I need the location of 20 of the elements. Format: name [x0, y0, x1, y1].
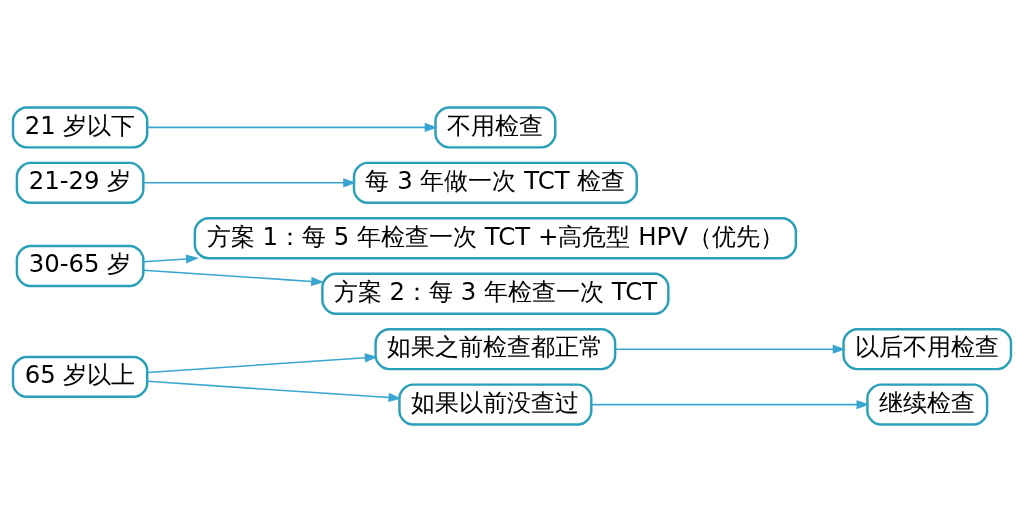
arrow: [614, 344, 846, 354]
arrow: [146, 380, 402, 402]
node-box: 21 岁以下: [11, 105, 149, 149]
node-box: 继续检查: [866, 382, 989, 426]
arrow: [142, 253, 199, 264]
node-box: 方案 2：每 3 年检查一次 TCT: [321, 272, 670, 315]
arrow: [146, 122, 438, 132]
node-box: 21-29 岁: [15, 161, 145, 204]
node-box: 以后不用检查: [842, 327, 1013, 370]
node-box: 方案 1：每 5 年检查一次 TCT +高危型 HPV（优先）: [193, 216, 798, 259]
arrow: [142, 268, 325, 286]
arrow: [146, 352, 378, 373]
node-box: 每 3 年做一次 TCT 检查: [352, 161, 638, 204]
arrow: [142, 177, 357, 187]
node-box: 30-65 岁: [15, 244, 145, 287]
node-box: 如果以前没查过: [398, 382, 593, 426]
arrow: [590, 399, 870, 409]
node-box: 65 岁以上: [11, 355, 149, 398]
node-box: 如果之前检查都正常: [374, 327, 617, 370]
node-box: 不用检查: [434, 105, 557, 149]
